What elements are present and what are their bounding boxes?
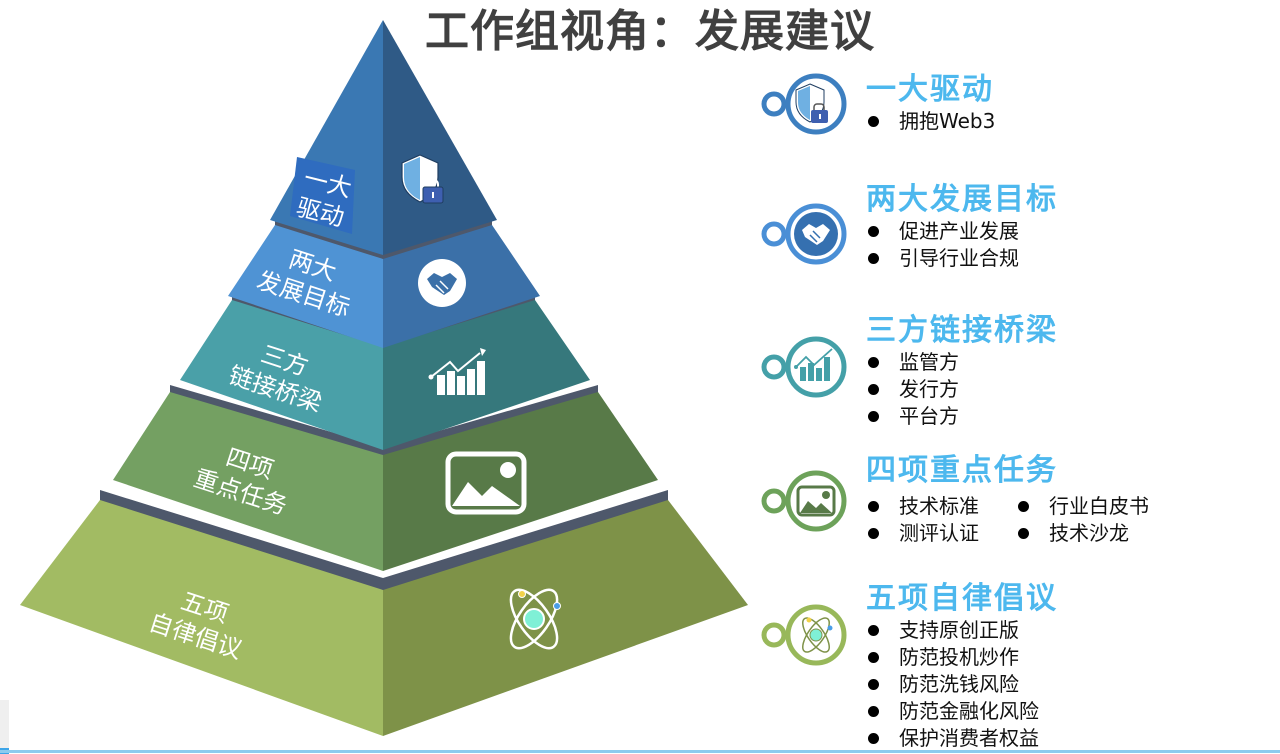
shield-lock-icon xyxy=(761,73,847,135)
bullet-icon xyxy=(868,625,879,636)
bullet-icon xyxy=(868,253,879,264)
shield-lock-icon xyxy=(401,154,444,204)
list-item: 防范投机炒作 xyxy=(866,644,1039,671)
legend-title-3: 三方链接桥梁 xyxy=(866,313,1058,348)
bullet-icon xyxy=(868,357,879,368)
legend-list-4: 技术标准 行业白皮书 测评认证 技术沙龙 xyxy=(866,493,1176,547)
bullet-icon xyxy=(868,733,879,744)
bullet-icon xyxy=(868,411,879,422)
image-icon xyxy=(761,470,847,532)
list-item: 技术标准 xyxy=(866,493,1016,520)
legend-title-1: 一大驱动 xyxy=(866,72,994,107)
growth-chart-icon xyxy=(761,336,847,398)
legend-list-1: 拥抱Web3 xyxy=(866,108,995,135)
list-item: 引导行业合规 xyxy=(866,245,1019,272)
legend-item-5: 五项自律倡议 支持原创正版 防范投机炒作 防范洗钱风险 防范金融化风险 保护消费… xyxy=(758,581,1278,751)
list-item: 防范金融化风险 xyxy=(866,698,1039,725)
legend-list-3: 监管方 发行方 平台方 xyxy=(866,349,959,430)
atom-icon xyxy=(509,588,561,650)
list-item: 测评认证 xyxy=(866,520,1016,547)
legend-list-5: 支持原创正版 防范投机炒作 防范洗钱风险 防范金融化风险 保护消费者权益 xyxy=(866,617,1039,752)
legend-title-2: 两大发展目标 xyxy=(866,182,1058,217)
atom-icon xyxy=(761,604,847,666)
list-item: 防范洗钱风险 xyxy=(866,671,1039,698)
legend-item-4: 四项重点任务 技术标准 行业白皮书 测评认证 技术沙龙 xyxy=(758,453,1278,553)
list-item: 拥抱Web3 xyxy=(866,108,995,135)
pyramid-diagram xyxy=(20,20,748,736)
bullet-icon xyxy=(868,706,879,717)
legend-item-2: 两大发展目标 促进产业发展 引导行业合规 xyxy=(758,182,1278,272)
tier-5 xyxy=(20,490,748,736)
bullet-icon xyxy=(868,652,879,663)
list-item: 支持原创正版 xyxy=(866,617,1039,644)
list-item: 技术沙龙 xyxy=(1016,520,1176,547)
bullet-icon xyxy=(868,384,879,395)
growth-chart-icon xyxy=(428,348,486,395)
bullet-icon xyxy=(1018,528,1029,539)
left-edge-panel xyxy=(0,700,9,750)
tier-4 xyxy=(113,385,658,571)
bullet-icon xyxy=(868,501,879,512)
bullet-icon xyxy=(1018,501,1029,512)
list-item: 监管方 xyxy=(866,349,959,376)
legend-title-5: 五项自律倡议 xyxy=(866,581,1058,616)
page-title: 工作组视角：发展建议 xyxy=(425,6,875,57)
list-item: 发行方 xyxy=(866,376,959,403)
handshake-icon xyxy=(761,203,847,265)
bullet-icon xyxy=(868,226,879,237)
list-item: 促进产业发展 xyxy=(866,218,1019,245)
bullet-icon xyxy=(868,116,879,127)
list-item: 平台方 xyxy=(866,403,959,430)
handshake-icon xyxy=(418,259,466,307)
legend-item-3: 三方链接桥梁 监管方 发行方 平台方 xyxy=(758,313,1278,433)
legend-item-1: 一大驱动 拥抱Web3 xyxy=(758,72,1278,142)
legend-title-4: 四项重点任务 xyxy=(866,453,1058,488)
list-item: 保护消费者权益 xyxy=(866,725,1039,752)
legend-list-2: 促进产业发展 引导行业合规 xyxy=(866,218,1019,272)
list-item: 行业白皮书 xyxy=(1016,493,1176,520)
bullet-icon xyxy=(868,679,879,690)
image-icon xyxy=(445,451,527,515)
bullet-icon xyxy=(868,528,879,539)
bottom-divider xyxy=(0,750,1280,753)
